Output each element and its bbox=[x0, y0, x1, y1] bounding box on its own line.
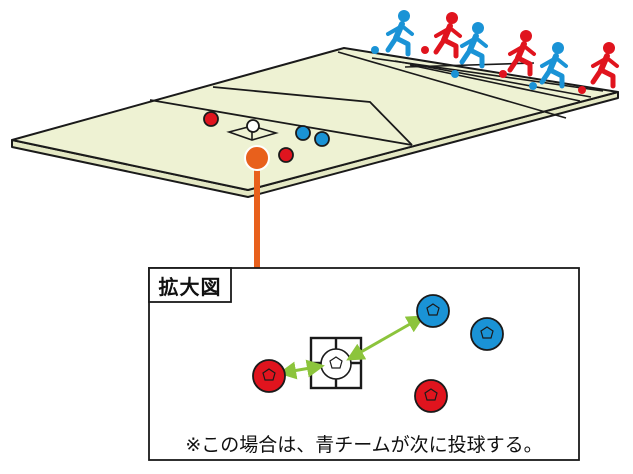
inset-title: 拡大図 bbox=[158, 274, 222, 299]
red-ball-icon bbox=[278, 147, 294, 163]
jack-ball-icon bbox=[320, 348, 352, 380]
red-ball-icon bbox=[203, 111, 219, 127]
double-arrow-icon bbox=[278, 359, 325, 380]
magnify-pointer bbox=[244, 145, 270, 268]
blue-ball-icon bbox=[295, 125, 311, 141]
runner-icon bbox=[507, 30, 536, 77]
runner-icon bbox=[539, 42, 568, 89]
throwing-line bbox=[149, 99, 413, 146]
red-ball-icon bbox=[252, 359, 286, 393]
runner-icon bbox=[433, 12, 462, 59]
blue-ball-icon bbox=[451, 70, 459, 78]
v-line bbox=[212, 86, 413, 146]
red-ball-icon bbox=[499, 70, 507, 78]
runner-icon bbox=[459, 22, 488, 69]
inset-caption: ※この場合は、青チームが次に投球する。 bbox=[185, 433, 543, 456]
court-balls bbox=[203, 111, 330, 163]
inset-label-box bbox=[148, 267, 232, 303]
double-arrow-icon bbox=[346, 315, 425, 361]
court-surface bbox=[11, 47, 619, 191]
jack-ball-icon bbox=[246, 119, 260, 133]
blue-ball-icon bbox=[529, 82, 537, 90]
red-ball-icon bbox=[421, 46, 429, 54]
inset-panel bbox=[148, 267, 580, 461]
runner-icon bbox=[590, 42, 619, 89]
blue-ball-icon bbox=[314, 131, 330, 147]
red-ball-icon bbox=[414, 379, 448, 413]
red-ball-icon bbox=[578, 86, 586, 94]
blue-ball-icon bbox=[416, 294, 450, 328]
players bbox=[371, 10, 619, 94]
blue-ball-icon bbox=[371, 46, 379, 54]
court bbox=[11, 47, 619, 198]
blue-ball-icon bbox=[470, 317, 504, 351]
runner-icon bbox=[385, 10, 414, 57]
